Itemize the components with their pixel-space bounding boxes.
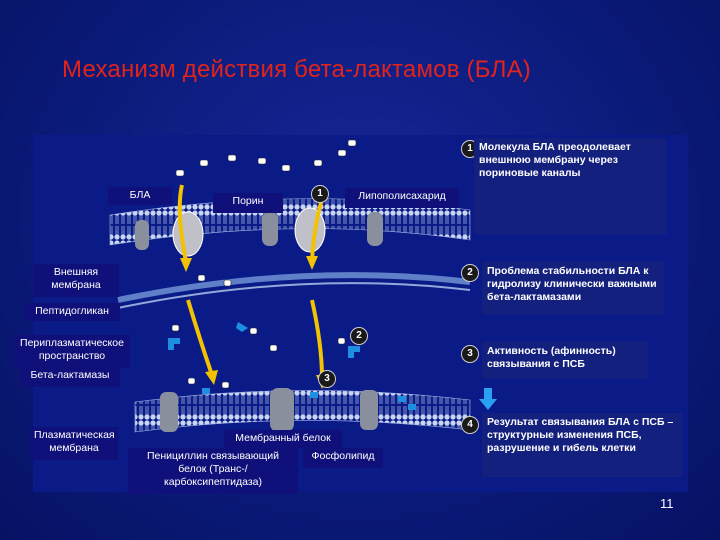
drug-arrow-4 bbox=[310, 299, 324, 379]
label-plasma-membrane: Плазматическая мембрана bbox=[30, 427, 118, 460]
down-arrow-step bbox=[479, 388, 497, 410]
label-periplasmic: Периплазматическое пространство bbox=[14, 335, 130, 368]
periplasm-molecules bbox=[171, 274, 346, 389]
label-porin: Порин bbox=[213, 193, 283, 213]
step-badge-3: 3 bbox=[461, 345, 479, 363]
step-1-text: Молекула БЛА преодолевает внешнюю мембра… bbox=[474, 138, 666, 234]
outer-protein-3 bbox=[135, 220, 149, 250]
plasma-membrane-shape bbox=[134, 390, 471, 433]
page-number: 11 bbox=[660, 496, 674, 511]
diagram-marker-1: 1 bbox=[311, 185, 329, 203]
step-3-text: Активность (афинность) связывания с ПСБ bbox=[482, 342, 648, 378]
drug-arrow-3 bbox=[186, 299, 214, 376]
label-outer-membrane: Внешняя мембрана bbox=[33, 264, 119, 297]
slide-title: Механизм действия бета-лактамов (БЛА) bbox=[62, 56, 532, 83]
inner-protein-2 bbox=[360, 390, 378, 430]
label-bla: БЛА bbox=[108, 187, 172, 205]
label-beta-lactamases: Бета-лактамазы bbox=[20, 367, 120, 387]
step-badge-2: 2 bbox=[461, 264, 479, 282]
drug-arrow-1 bbox=[177, 184, 188, 263]
step-4-text: Результат связывания БЛА с ПСБ – структу… bbox=[482, 413, 682, 477]
bla-molecules bbox=[175, 139, 357, 177]
porin-channel-left bbox=[172, 211, 204, 257]
porin-channel-right bbox=[294, 207, 326, 253]
label-lps: Липополисахарид bbox=[345, 188, 459, 208]
beta-lactamase-markers bbox=[168, 322, 416, 410]
step-badge-4: 4 bbox=[461, 416, 479, 434]
label-membrane-protein: Мембранный белок bbox=[224, 430, 342, 448]
inner-protein-1 bbox=[160, 392, 178, 432]
membrane-protein-shape bbox=[270, 388, 294, 432]
label-phospholipid: Фосфолипид bbox=[303, 448, 383, 468]
peptidoglycan-layer bbox=[117, 272, 471, 303]
label-peptidoglycan: Пептидогликан bbox=[24, 303, 120, 321]
outer-protein-1 bbox=[262, 212, 278, 246]
diagram-marker-2: 2 bbox=[350, 327, 368, 345]
diagram-marker-3: 3 bbox=[318, 370, 336, 388]
outer-protein-2 bbox=[367, 212, 383, 246]
step-2-text: Проблема стабильности БЛА к гидролизу кл… bbox=[482, 262, 664, 314]
label-pbp: Пенициллин связывающий белок (Транс-/кар… bbox=[128, 448, 298, 494]
